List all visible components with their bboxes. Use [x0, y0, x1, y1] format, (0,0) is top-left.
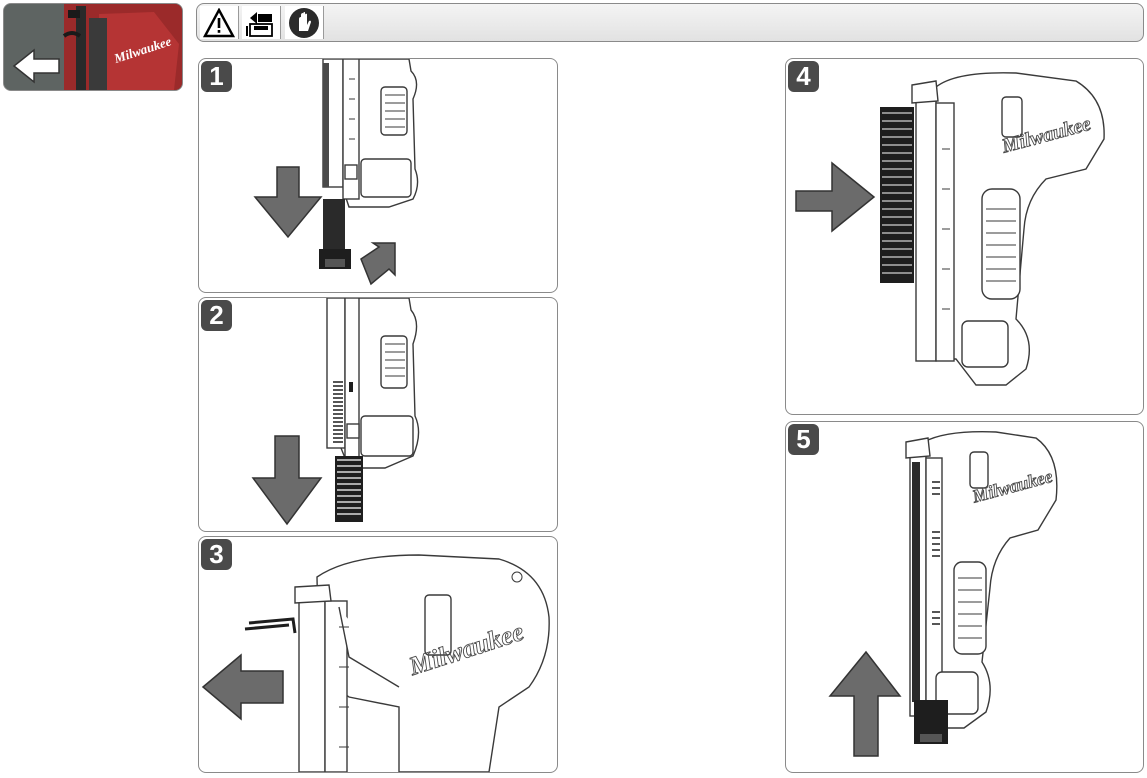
step-number: 3 [201, 539, 232, 570]
up-arrow-icon [828, 650, 902, 757]
step-4-illustration: Milwaukee [795, 72, 1105, 386]
warning-triangle-icon [200, 6, 239, 39]
step-number: 4 [788, 61, 819, 92]
step-3-panel: 3 Milwaukee [198, 536, 558, 773]
step-2-illustration [251, 298, 420, 526]
step-1-panel: 1 [198, 58, 558, 293]
down-arrow-icon [253, 166, 323, 239]
step-5-illustration: Milwaukee [828, 431, 1058, 757]
step-4-panel: 4 Milwaukee [785, 58, 1144, 415]
step-2-panel: 2 [198, 297, 558, 532]
step-5-panel: 5 Milwaukee [785, 421, 1144, 773]
symbol-bar [196, 3, 1144, 42]
step-number: 1 [201, 61, 232, 92]
step-1-illustration [253, 59, 419, 286]
down-arrow-icon [251, 435, 323, 526]
step-number: 5 [788, 424, 819, 455]
battery-removal-icon [242, 6, 281, 39]
step-number: 2 [201, 300, 232, 331]
left-arrow-icon [12, 48, 60, 84]
right-arrow-icon [795, 161, 876, 233]
staple-strip [880, 107, 914, 283]
left-arrow-icon [201, 653, 284, 721]
gloves-icon [285, 6, 324, 39]
push-arrow-icon [360, 242, 396, 286]
tool-thumbnail: Milwaukee [3, 3, 183, 91]
step-3-illustration: Milwaukee [201, 554, 550, 772]
